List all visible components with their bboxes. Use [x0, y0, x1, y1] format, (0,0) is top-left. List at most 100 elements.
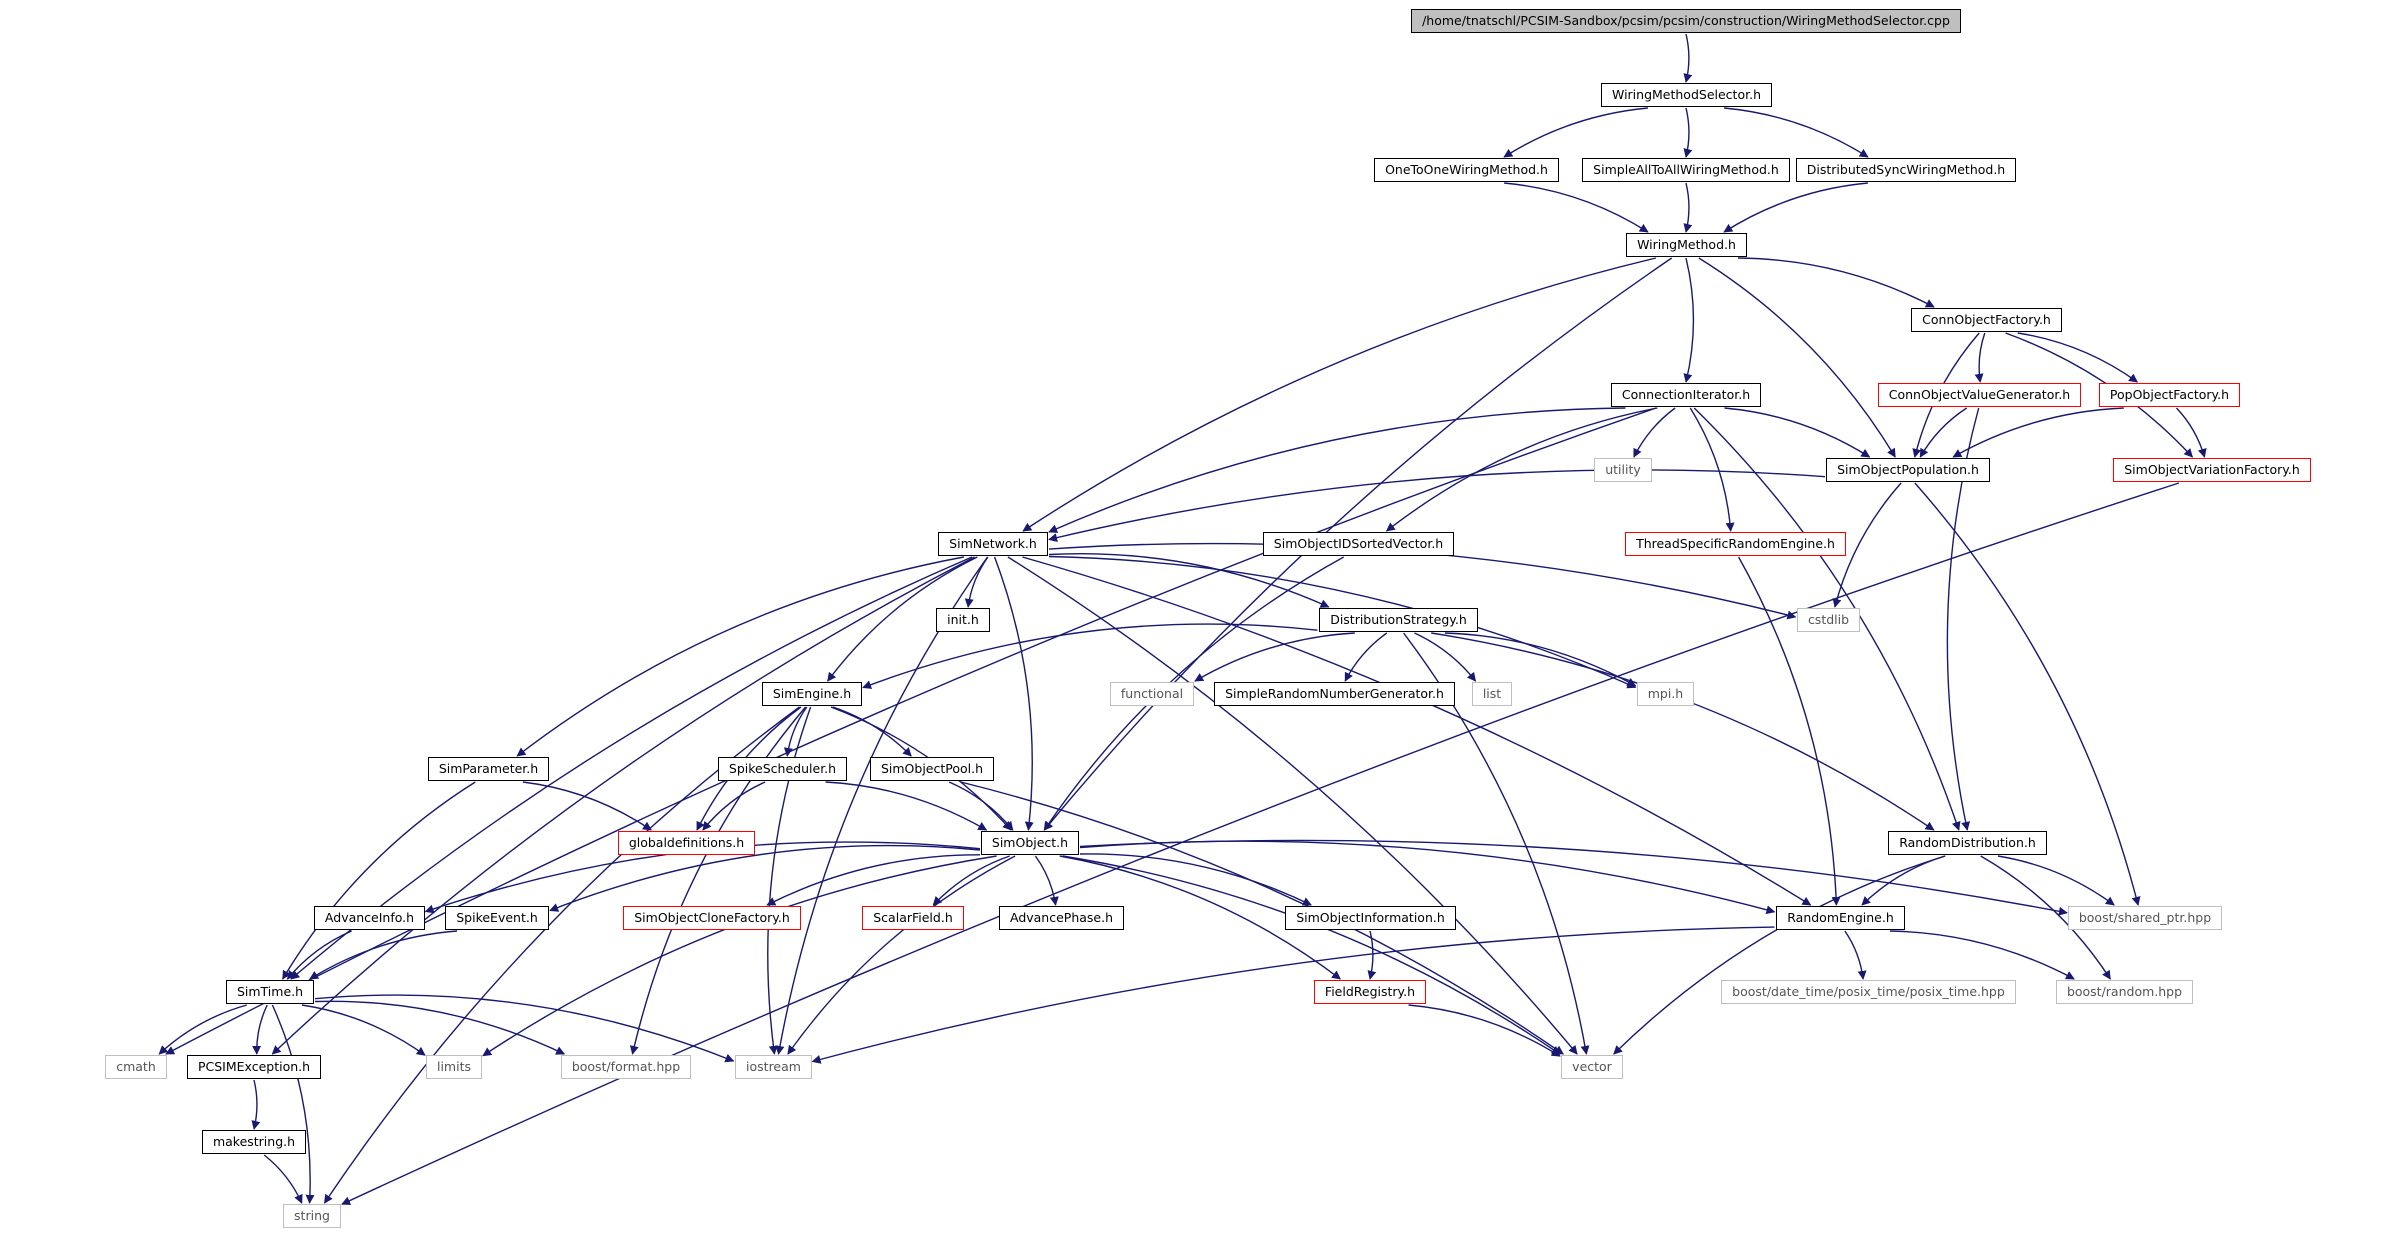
edge-sp-to-st [282, 781, 476, 980]
node-wiring-method-selector-h[interactable]: WiringMethodSelector.h [1601, 83, 1772, 107]
node-sim-object-variation-factory-h[interactable]: SimObjectVariationFactory.h [2113, 458, 2311, 482]
edge-ds-to-mpi [1444, 632, 1637, 687]
node-distributed-sync-wiring-method-h[interactable]: DistributedSyncWiringMethod.h [1796, 158, 2016, 182]
edge-sop-to-cstdlib [1832, 482, 1902, 608]
edge-re-to-bdt [1844, 930, 1867, 980]
edge-sn-to-vector [1007, 556, 1578, 1055]
node-iostream[interactable]: iostream [735, 1055, 812, 1079]
edge-wm-to-so [1043, 257, 1673, 831]
node-boost-random-hpp[interactable]: boost/random.hpp [2056, 980, 2193, 1004]
edge-sn-to-sp [516, 556, 964, 757]
node-thread-specific-random-engine-h[interactable]: ThreadSpecificRandomEngine.h [1625, 532, 1846, 556]
node-random-engine-h[interactable]: RandomEngine.h [1776, 906, 1905, 930]
edge-wm-to-ci [1683, 257, 1695, 383]
edge-ci-to-cmath [165, 407, 1657, 1055]
edge-wm-to-sn [1022, 257, 1657, 532]
node-string[interactable]: string [283, 1204, 341, 1228]
node-functional[interactable]: functional [1110, 682, 1194, 706]
node-sim-parameter-h[interactable]: SimParameter.h [428, 757, 549, 781]
node-sim-object-population-h[interactable]: SimObjectPopulation.h [1826, 458, 1990, 482]
edge-sopool-to-so [948, 781, 1014, 831]
edge-sev-to-st [309, 930, 458, 980]
node-vector[interactable]: vector [1561, 1055, 1623, 1079]
node-field-registry-h[interactable]: FieldRegistry.h [1314, 980, 1426, 1004]
node-conn-object-value-generator-h[interactable]: ConnObjectValueGenerator.h [1878, 383, 2081, 407]
edge-so-to-sev [549, 844, 981, 912]
node-sim-object-pool-h[interactable]: SimObjectPool.h [870, 757, 994, 781]
edge-st-to-bfmt [314, 1000, 566, 1055]
edge-ss-to-so [825, 781, 988, 831]
node-one-to-one-wiring-method-h[interactable]: OneToOneWiringMethod.h [1374, 158, 1559, 182]
node-connection-iterator-h[interactable]: ConnectionIterator.h [1611, 383, 1761, 407]
edge-ci-to-soid [1385, 407, 1658, 532]
edge-ds-to-srng [1344, 632, 1388, 682]
node-sim-network-h[interactable]: SimNetwork.h [938, 532, 1048, 556]
edge-pof-to-sop [1952, 407, 2124, 458]
edge-se-to-ss [783, 706, 808, 757]
node-spike-event-h[interactable]: SpikeEvent.h [445, 906, 549, 930]
node-conn-object-factory-h[interactable]: ConnObjectFactory.h [1911, 308, 2062, 332]
edge-se-to-bfmt [629, 706, 807, 1055]
edge-ci-to-util [1633, 407, 1676, 458]
edge-sn-to-mpi [1048, 555, 1637, 689]
edge-st-to-pe [252, 1004, 268, 1055]
edge-sn-to-pe [271, 556, 975, 1055]
edge-sovf-to-string [341, 482, 2180, 1205]
edge-rd-to-brand [1980, 855, 2111, 980]
edge-wms-to-dsw [1724, 107, 1869, 158]
node-distribution-strategy-h[interactable]: DistributionStrategy.h [1319, 608, 1478, 632]
node-sim-engine-h[interactable]: SimEngine.h [762, 682, 862, 706]
edge-sn-to-se [827, 556, 978, 682]
edge-soid-to-so [1043, 556, 1345, 831]
node-spike-scheduler-h[interactable]: SpikeScheduler.h [718, 757, 847, 781]
node-limits[interactable]: limits [426, 1055, 482, 1079]
node-sim-object-information-h[interactable]: SimObjectInformation.h [1285, 906, 1456, 930]
edge-pof-to-sovf [2175, 407, 2207, 458]
node-utility[interactable]: utility [1594, 458, 1652, 482]
node-boost-format-hpp[interactable]: boost/format.hpp [561, 1055, 691, 1079]
node-simple-random-number-generator-h[interactable]: SimpleRandomNumberGenerator.h [1214, 682, 1455, 706]
node-boost-posix-time-hpp[interactable]: boost/date_time/posix_time/posix_time.hp… [1721, 980, 2016, 1004]
edge-sn-to-so [993, 556, 1034, 831]
node-init-h[interactable]: init.h [936, 608, 990, 632]
node-sim-object-h[interactable]: SimObject.h [981, 831, 1079, 855]
node-random-distribution-h[interactable]: RandomDistribution.h [1888, 831, 2047, 855]
edge-re-to-iostream [811, 926, 1775, 1064]
node-advance-info-h[interactable]: AdvanceInfo.h [314, 906, 425, 930]
edge-ds-to-list [1414, 632, 1477, 682]
edge-cof-to-pof [2017, 332, 2139, 383]
edge-re-to-brand [1889, 930, 2075, 980]
edge-ss-to-gd [702, 781, 766, 831]
node-root-source-file[interactable]: /home/tnatschl/PCSIM-Sandbox/pcsim/pcsim… [1411, 9, 1961, 33]
node-boost-shared-ptr-hpp[interactable]: boost/shared_ptr.hpp [2068, 906, 2222, 930]
node-pcsim-exception-h[interactable]: PCSIMException.h [187, 1055, 321, 1079]
node-cmath[interactable]: cmath [105, 1055, 167, 1079]
edge-st-to-string [271, 1004, 315, 1204]
node-sim-object-id-sorted-vector-h[interactable]: SimObjectIDSortedVector.h [1263, 532, 1454, 556]
edge-wms-to-sata [1683, 107, 1693, 158]
node-cstdlib[interactable]: cstdlib [1797, 608, 1860, 632]
node-wiring-method-h[interactable]: WiringMethod.h [1626, 233, 1747, 257]
edge-dsw-to-wm [1723, 182, 1868, 233]
edge-cof-to-covg [1974, 332, 1986, 383]
node-sim-time-h[interactable]: SimTime.h [226, 980, 314, 1004]
edge-st-to-cmath [158, 1004, 247, 1055]
node-global-definitions-h[interactable]: globaldefinitions.h [618, 831, 755, 855]
node-mpi-h[interactable]: mpi.h [1637, 682, 1694, 706]
node-sim-object-clone-factory-h[interactable]: SimObjectCloneFactory.h [623, 906, 801, 930]
node-scalar-field-h[interactable]: ScalarField.h [862, 906, 964, 930]
edge-se-to-iostream [767, 706, 812, 1055]
edge-so-to-bsp [1079, 839, 2068, 916]
edge-rd-to-vector [1613, 855, 1946, 1055]
node-pop-object-factory-h[interactable]: PopObjectFactory.h [2099, 383, 2240, 407]
node-advance-phase-h[interactable]: AdvancePhase.h [999, 906, 1124, 930]
edge-ci-to-rd [1693, 407, 1961, 831]
edge-so-to-fr [1059, 855, 1342, 980]
node-list[interactable]: list [1472, 682, 1512, 706]
edge-sata-to-wm [1683, 182, 1693, 233]
node-simple-all-to-all-wiring-method-h[interactable]: SimpleAllToAllWiringMethod.h [1582, 158, 1790, 182]
node-makestring-h[interactable]: makestring.h [202, 1130, 306, 1154]
edge-fr-to-vector [1408, 1004, 1561, 1057]
